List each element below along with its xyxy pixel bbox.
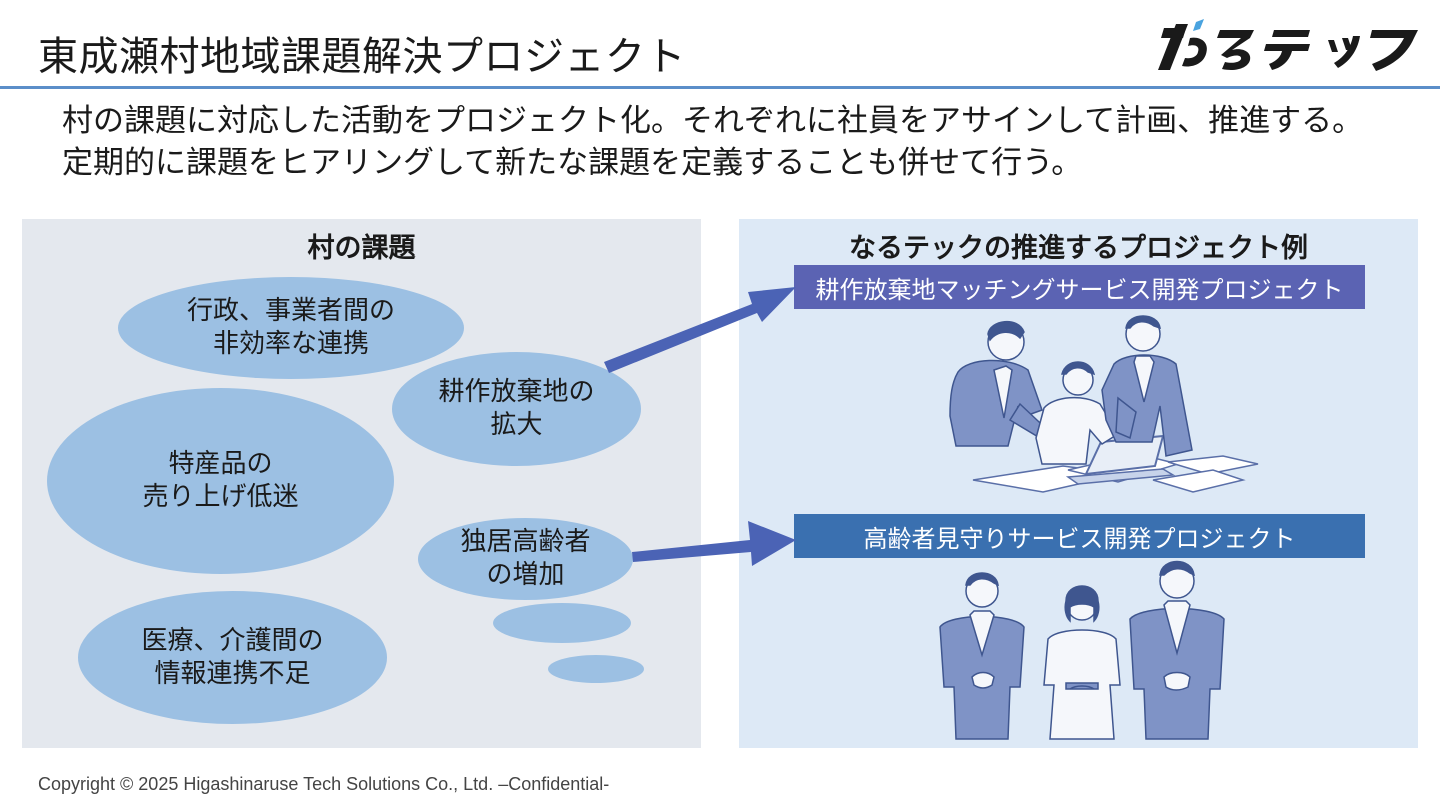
company-logo [1158, 19, 1418, 71]
project-elderly-monitoring: 高齢者見守りサービス開発プロジェクト [794, 514, 1365, 558]
issue-medical-care-info: 医療、介護間の 情報連携不足 [78, 591, 387, 724]
issue-local-products-sales: 特産品の 売り上げ低迷 [47, 388, 394, 574]
issue-abandoned-farmland: 耕作放棄地の 拡大 [392, 352, 641, 466]
team-meeting-illustration [949, 315, 1259, 493]
title-underline [0, 86, 1440, 89]
thought-bubble-large [493, 603, 631, 643]
projects-title: なるテックの推進するプロジェクト例 [849, 233, 1308, 264]
page-title: 東成瀬村地域課題解決プロジェクト [38, 34, 686, 80]
copyright-footer: Copyright © 2025 Higashinaruse Tech Solu… [38, 774, 610, 794]
issue-elderly-living-alone: 独居高齢者 の増加 [418, 518, 633, 600]
issue-admin-coordination: 行政、事業者間の 非効率な連携 [118, 277, 464, 379]
village-issues-title: 村の課題 [307, 233, 416, 264]
staff-standing-illustration [939, 560, 1225, 740]
project-farmland-matching: 耕作放棄地マッチングサービス開発プロジェクト [794, 265, 1365, 309]
thought-bubble-small [548, 655, 644, 683]
lead-text: 村の課題に対応した活動をプロジェクト化。それぞれに社員をアサインして計画、推進す… [62, 103, 1364, 181]
